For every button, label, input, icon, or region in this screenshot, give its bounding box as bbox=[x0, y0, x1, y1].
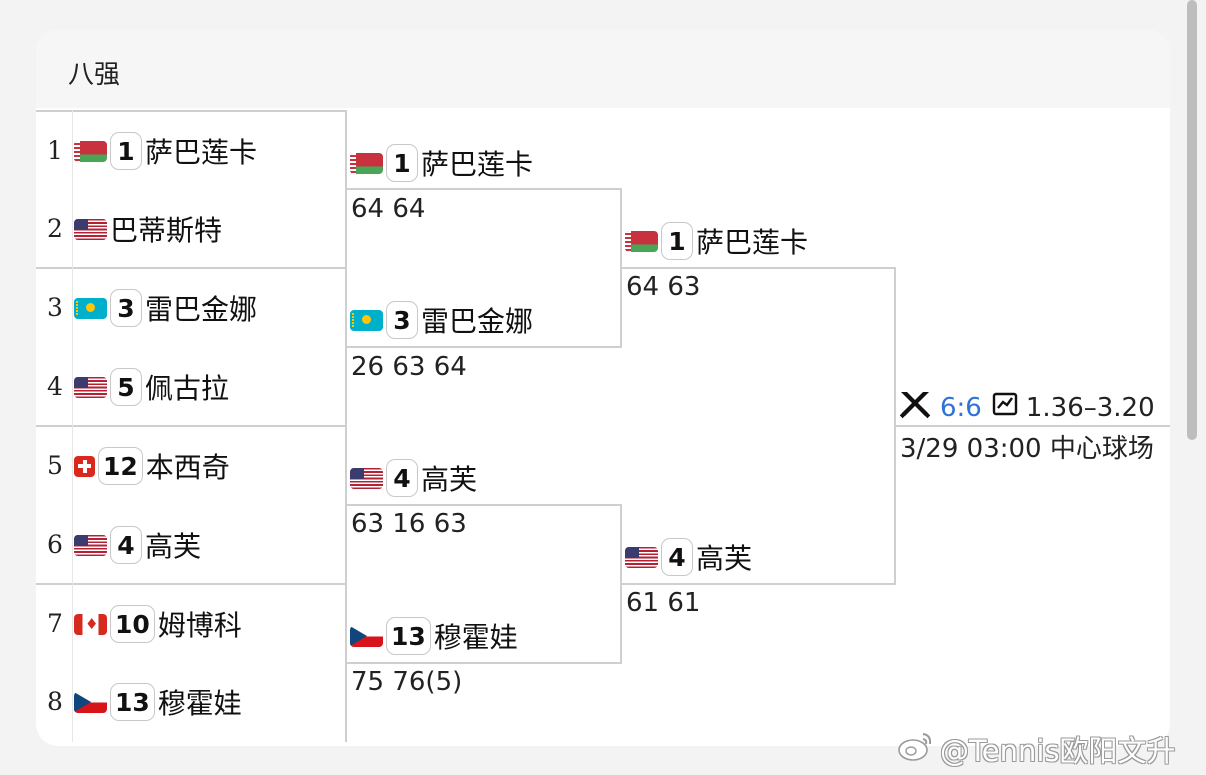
seed-badge: 1 bbox=[110, 132, 142, 170]
usa-flag-icon bbox=[74, 534, 107, 556]
kazakhstan-flag-icon bbox=[74, 297, 107, 319]
final-match-info: 6:6 1.36–3.20 bbox=[898, 389, 1155, 426]
switzerland-flag-icon bbox=[74, 455, 95, 477]
player-name: 萨巴莲卡 bbox=[421, 148, 534, 181]
player-gauff-sf[interactable]: 4 高芙 bbox=[350, 458, 477, 498]
player-name: 巴蒂斯特 bbox=[110, 214, 223, 247]
czechia-flag-icon bbox=[74, 691, 107, 713]
player-sabalenka-sf[interactable]: 1 萨巴莲卡 bbox=[350, 143, 533, 183]
match-score: 61 61 bbox=[626, 588, 701, 618]
seed-badge: 1 bbox=[661, 222, 693, 260]
canada-flag-icon bbox=[74, 613, 107, 635]
weibo-icon bbox=[896, 730, 934, 769]
position-number: 6 bbox=[47, 530, 63, 559]
seed-badge: 1 bbox=[386, 144, 418, 182]
usa-flag-icon bbox=[350, 467, 383, 489]
player-name: 雷巴金娜 bbox=[145, 293, 258, 326]
player-rybakina-sf[interactable]: 3 雷巴金娜 bbox=[350, 300, 533, 340]
belarus-flag-icon bbox=[74, 140, 107, 162]
player-name: 萨巴莲卡 bbox=[696, 226, 809, 259]
position-number: 7 bbox=[47, 609, 63, 638]
player-name: 萨巴莲卡 bbox=[145, 136, 258, 169]
seed-badge: 4 bbox=[661, 538, 693, 576]
player-name: 姆博科 bbox=[157, 609, 242, 642]
kazakhstan-flag-icon bbox=[350, 309, 383, 331]
position-number: 2 bbox=[47, 214, 63, 243]
player-name: 高芙 bbox=[696, 542, 753, 575]
player-name: 高芙 bbox=[145, 530, 202, 563]
watermark: @Tennis欧阳文升 bbox=[896, 728, 1176, 770]
player-baptiste-qf[interactable]: 巴蒂斯特 bbox=[74, 209, 222, 249]
round-title: 八强 bbox=[68, 60, 121, 90]
belarus-flag-icon bbox=[350, 152, 383, 174]
player-name: 本西奇 bbox=[145, 451, 230, 484]
seed-badge: 3 bbox=[386, 301, 418, 339]
usa-flag-icon bbox=[74, 376, 107, 398]
seed-badge: 10 bbox=[110, 605, 155, 643]
match-score: 63 16 63 bbox=[351, 509, 467, 539]
match-score: 75 76(5) bbox=[351, 667, 463, 697]
head-to-head-link[interactable]: 6:6 bbox=[940, 392, 982, 423]
player-name: 雷巴金娜 bbox=[421, 305, 534, 338]
player-name: 穆霍娃 bbox=[433, 621, 518, 654]
player-pegula-qf[interactable]: 5 佩古拉 bbox=[74, 367, 229, 407]
czechia-flag-icon bbox=[350, 625, 383, 647]
player-rybakina-qf[interactable]: 3 雷巴金娜 bbox=[74, 288, 257, 328]
player-mboko-qf[interactable]: 10 姆博科 bbox=[74, 604, 242, 644]
player-sabalenka-f[interactable]: 1 萨巴莲卡 bbox=[625, 221, 808, 261]
match-score: 64 63 bbox=[626, 272, 701, 302]
seed-badge: 13 bbox=[386, 617, 431, 655]
position-number: 1 bbox=[47, 136, 63, 165]
position-number: 5 bbox=[47, 451, 63, 480]
player-bencic-qf[interactable]: 12 本西奇 bbox=[74, 446, 230, 486]
match-score: 26 63 64 bbox=[351, 352, 467, 382]
match-score: 64 64 bbox=[351, 194, 426, 224]
player-name: 佩古拉 bbox=[145, 372, 230, 405]
player-muchova-sf[interactable]: 13 穆霍娃 bbox=[350, 616, 518, 656]
bracket-card: 八强 bbox=[36, 30, 1170, 746]
scrollbar[interactable] bbox=[1187, 0, 1197, 440]
usa-flag-icon bbox=[625, 546, 658, 568]
usa-flag-icon bbox=[74, 218, 107, 240]
seed-badge: 12 bbox=[98, 447, 143, 485]
versus-icon bbox=[898, 389, 932, 426]
position-number: 3 bbox=[47, 293, 63, 322]
seed-badge: 5 bbox=[110, 368, 142, 406]
seed-badge: 3 bbox=[110, 289, 142, 327]
player-name: 穆霍娃 bbox=[157, 687, 242, 720]
player-gauff-f[interactable]: 4 高芙 bbox=[625, 537, 752, 577]
card-header: 八强 bbox=[36, 30, 1170, 108]
belarus-flag-icon bbox=[625, 230, 658, 252]
position-number: 4 bbox=[47, 372, 63, 401]
odds-value: 1.36–3.20 bbox=[1025, 392, 1155, 423]
watermark-text: @Tennis欧阳文升 bbox=[940, 734, 1176, 768]
player-muchova-qf[interactable]: 13 穆霍娃 bbox=[74, 682, 242, 722]
position-number: 8 bbox=[47, 687, 63, 716]
seed-badge: 4 bbox=[110, 526, 142, 564]
seed-badge: 13 bbox=[110, 683, 155, 721]
seed-badge: 4 bbox=[386, 459, 418, 497]
player-gauff-qf[interactable]: 4 高芙 bbox=[74, 525, 201, 565]
trend-chart-icon[interactable] bbox=[992, 392, 1018, 423]
player-sabalenka-qf[interactable]: 1 萨巴莲卡 bbox=[74, 131, 257, 171]
player-name: 高芙 bbox=[421, 463, 478, 496]
